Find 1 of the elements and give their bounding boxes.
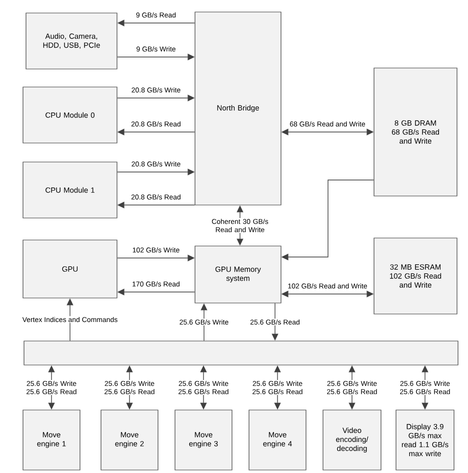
bus-bar	[24, 340, 458, 366]
